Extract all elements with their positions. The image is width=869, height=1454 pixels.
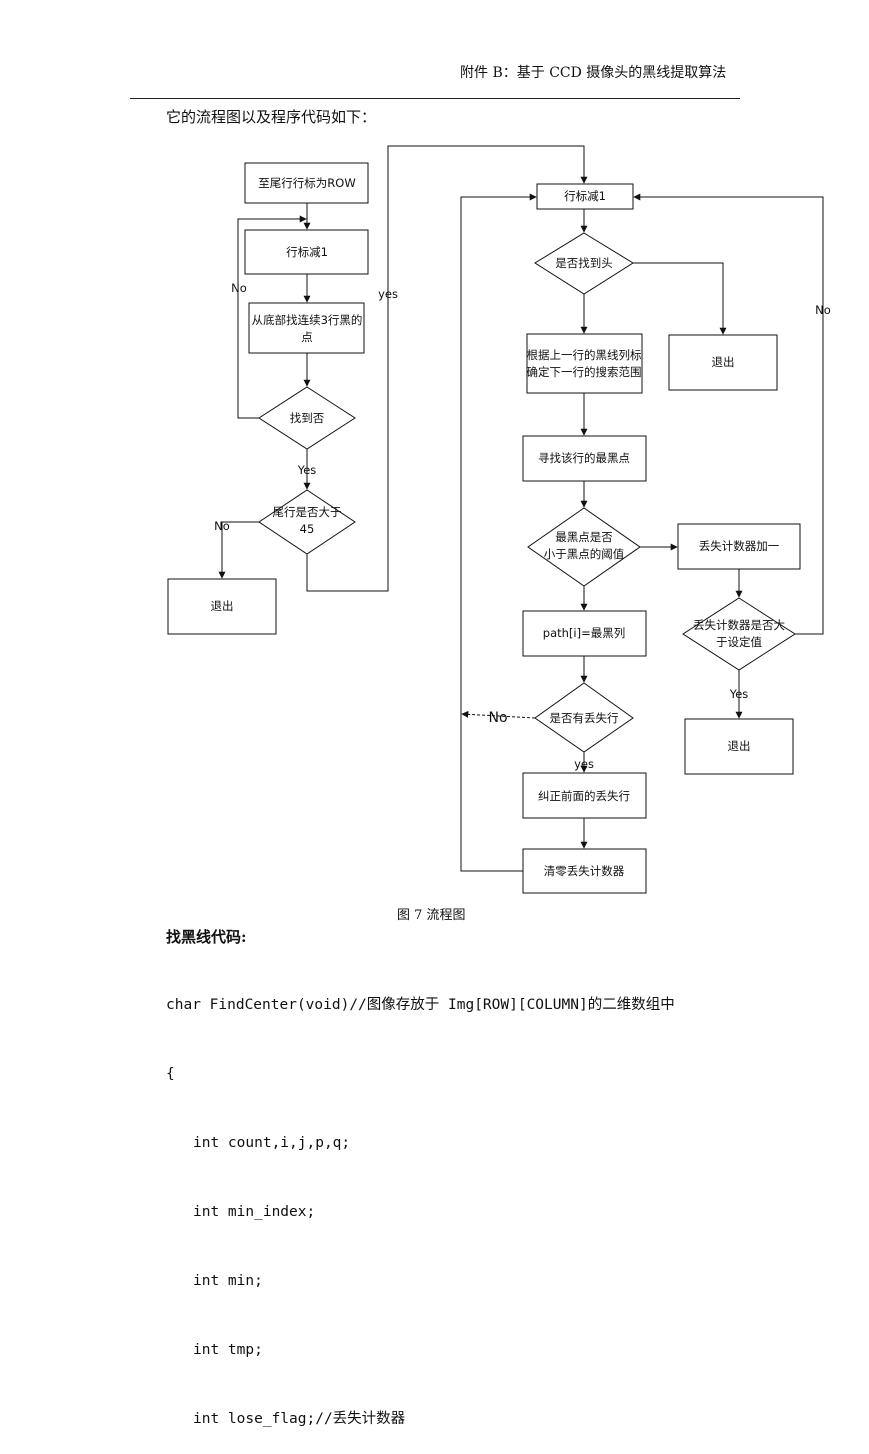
text-exit-left: 退出 [211, 599, 234, 613]
text-decrement-right: 行标减1 [564, 189, 606, 203]
box-exit-right1 [668, 334, 778, 391]
text-start: 至尾行行标为ROW [258, 176, 355, 190]
header-rule [130, 98, 740, 99]
label-yes-right: Yes [729, 687, 749, 701]
code-line: int lose_flag;//丢失计数器 [193, 1411, 406, 1427]
label-yes-1: Yes [297, 463, 317, 477]
label-yes-bottom: yes [574, 757, 594, 771]
label-no-right: No [815, 303, 831, 317]
text-lose-cmp-2: 于设定值 [716, 635, 762, 649]
code-line: { [166, 1066, 175, 1082]
text-lose-cmp-1: 丢失计数器是否大 [693, 618, 785, 632]
intro-text: 它的流程图以及程序代码如下： [166, 108, 377, 126]
code-title: 找黑线代码: [166, 928, 247, 946]
text-clear: 清零丢失计数器 [544, 864, 625, 878]
figure-caption: 图 7 流程图 [397, 908, 466, 923]
label-yes-2: yes [378, 287, 398, 301]
text-compare-2: 小于黑点的阈值 [544, 547, 625, 561]
code-line: int min_index; [193, 1204, 316, 1220]
box-decrement-right [536, 183, 634, 210]
text-search-1: 从底部找连续3行黑的 [252, 313, 363, 327]
flowchart: 至尾行行标为ROW 行标减1 从底部找连续3行黑的 点 找到否 尾行是否大于 4… [167, 145, 831, 894]
text-found-head: 是否找到头 [555, 256, 613, 270]
code-line: int tmp; [193, 1342, 263, 1358]
text-path: path[i]=最黑列 [543, 626, 625, 640]
text-exit-right1: 退出 [712, 355, 735, 369]
text-lost-row: 是否有丢失行 [550, 711, 619, 725]
page-header: 附件 B：基于 CCD 摄像头的黑线提取算法 [460, 65, 727, 81]
box-exit-left [167, 578, 277, 635]
diamond-lose-cmp [682, 597, 796, 671]
text-tail-2: 45 [300, 522, 315, 536]
text-range-1: 根据上一行的黑线列标 [527, 348, 642, 362]
text-compare-1: 最黑点是否 [555, 530, 613, 544]
code-line: int min; [193, 1273, 263, 1289]
box-exit-right2 [684, 718, 794, 775]
code-line: char FindCenter(void)//图像存放于 Img[ROW][CO… [166, 997, 675, 1013]
label-no-left: No [488, 710, 507, 726]
text-search-2: 点 [301, 330, 313, 344]
text-range-2: 确定下一行的搜索范围 [527, 365, 642, 379]
text-find-black: 寻找该行的最黑点 [538, 451, 630, 465]
text-correct: 纠正前面的丢失行 [538, 789, 630, 803]
text-exit-right2: 退出 [728, 739, 751, 753]
code-block: char FindCenter(void)//图像存放于 Img[ROW][CO… [166, 948, 675, 1454]
label-no-1: No [231, 281, 247, 295]
code-line: int count,i,j,p,q; [193, 1135, 351, 1151]
box-search [248, 302, 365, 354]
text-found: 找到否 [290, 411, 325, 425]
label-no-2: No [214, 519, 230, 533]
text-tail-1: 尾行是否大于 [273, 505, 342, 519]
text-decrement-left: 行标减1 [286, 245, 328, 259]
text-lose-inc: 丢失计数器加一 [699, 539, 780, 553]
box-range [526, 333, 643, 394]
